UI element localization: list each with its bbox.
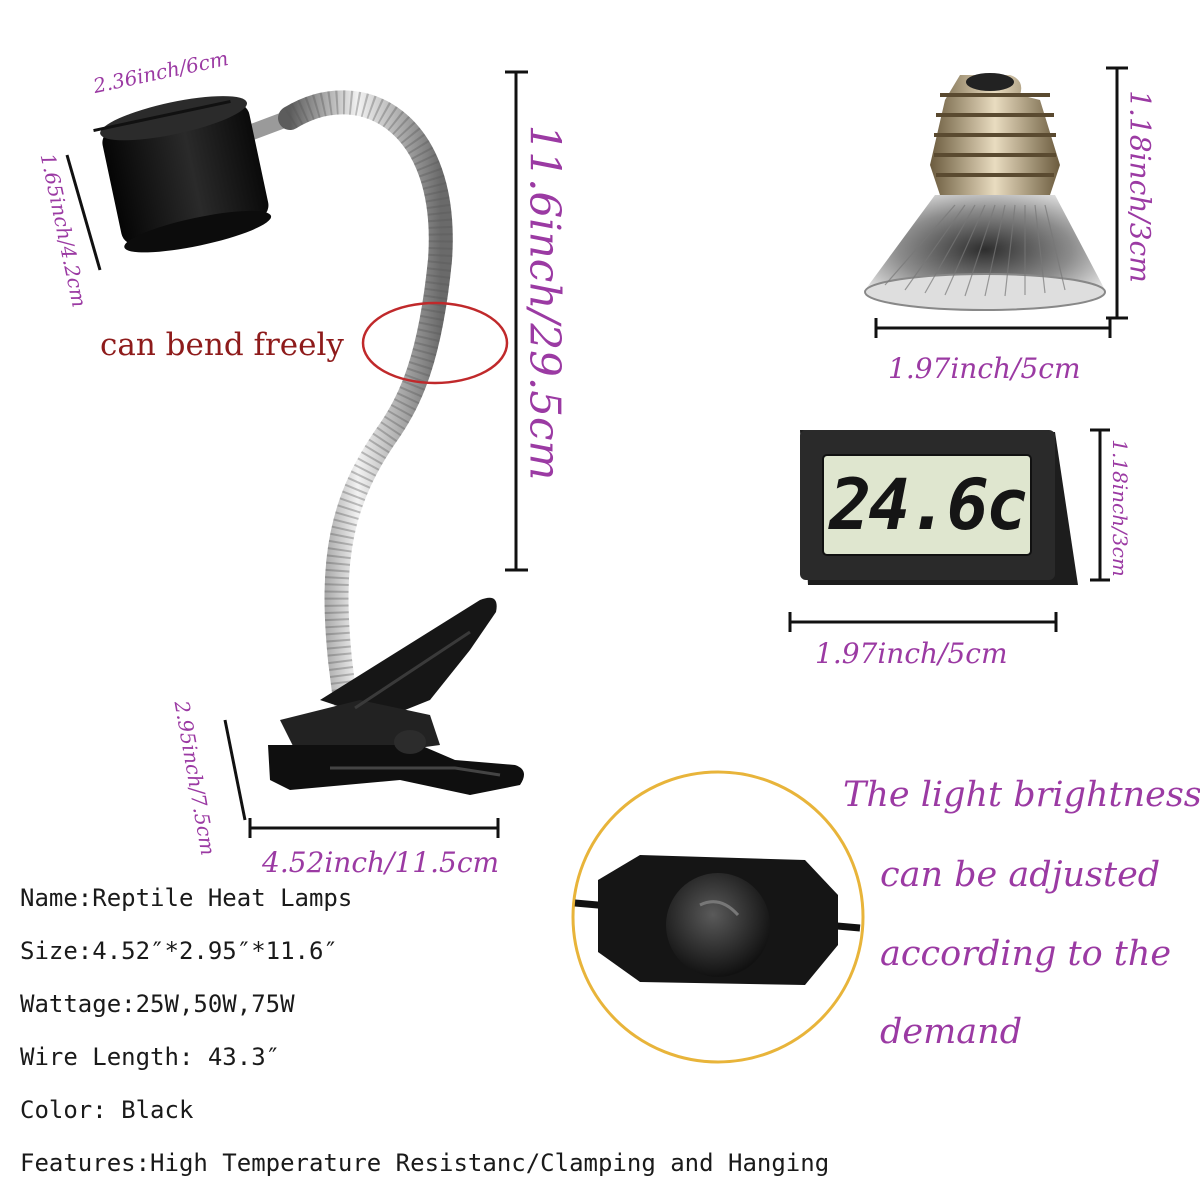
bend-callout-ring	[361, 301, 509, 385]
thermometer	[800, 430, 1078, 585]
spec-size: Size:4.52″*2.95″*11.6″	[20, 937, 338, 965]
gooseneck-arm	[278, 90, 453, 712]
spec-wattage: Wattage:25W,50W,75W	[20, 990, 295, 1018]
lamp-socket	[100, 96, 272, 253]
bulb-height-label: 1.18inch/3cm	[1123, 90, 1157, 283]
spec-name: Name:Reptile Heat Lamps	[20, 884, 353, 912]
lamp-dimension-lines	[65, 70, 528, 838]
brightness-line-2: can be adjusted	[880, 855, 1161, 895]
spec-wire-length: Wire Length: 43.3″	[20, 1043, 281, 1071]
lamp-clip	[268, 597, 524, 795]
clip-width-label: 4.52inch/11.5cm	[262, 846, 500, 879]
brightness-line-1: The light brightness	[843, 775, 1200, 815]
lamp-height-label: 11.6inch/29.5cm	[520, 124, 570, 481]
bulb-width-label: 1.97inch/5cm	[888, 352, 1081, 385]
thermometer-reading: 24.6c	[829, 464, 1028, 546]
thermometer-width-label: 1.97inch/5cm	[815, 637, 1008, 670]
spec-color: Color: Black	[20, 1096, 194, 1124]
heat-bulb	[864, 73, 1106, 311]
specs-list: Name:Reptile Heat Lamps Size:4.52″*2.95″…	[20, 878, 829, 1196]
thermometer-height-label: 1.18inch/3cm	[1108, 439, 1132, 577]
dimmer-switch	[571, 770, 865, 1064]
dimmer-knob	[666, 873, 770, 977]
bulb-dimension-lines	[874, 66, 1128, 338]
gooseneck-lamp	[100, 90, 524, 795]
brightness-line-3: according to the	[880, 934, 1172, 974]
spec-features: Features:High Temperature Resistanc/Clam…	[20, 1149, 830, 1177]
brightness-line-4: demand	[880, 1012, 1023, 1052]
thermometer-dimension-lines	[788, 428, 1110, 632]
lcd-screen	[822, 454, 1032, 556]
bend-callout-text: can bend freely	[100, 327, 344, 363]
